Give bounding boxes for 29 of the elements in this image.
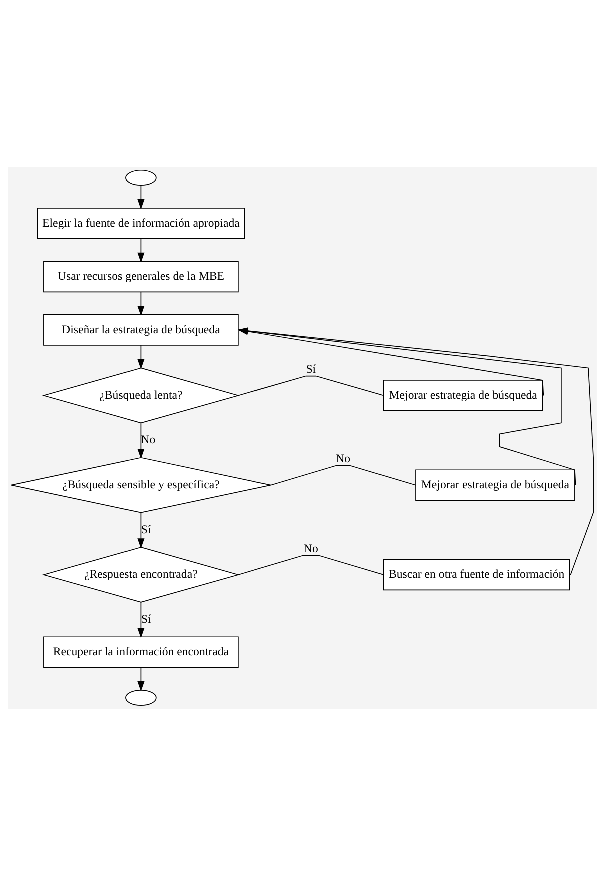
arrow bbox=[138, 602, 145, 638]
node-ellipse bbox=[126, 170, 157, 186]
arrow bbox=[138, 292, 145, 316]
arrow bbox=[138, 238, 145, 263]
arrow bbox=[138, 512, 145, 549]
node-diamond: ¿Búsqueda sensible y específica? bbox=[11, 457, 272, 514]
edge-label: No bbox=[304, 541, 318, 556]
node-ellipse bbox=[126, 690, 157, 706]
edge-label: Sí bbox=[306, 362, 316, 376]
arrow bbox=[138, 344, 145, 370]
edge-label: No bbox=[336, 452, 351, 466]
node-box: Diseñar la estrategia de búsqueda bbox=[44, 314, 239, 346]
node-box: Usar recursos generales de la MBE bbox=[44, 261, 239, 293]
node-box: Mejorar estrategia de búsqueda bbox=[383, 380, 544, 412]
arrow bbox=[138, 185, 145, 210]
arrow bbox=[138, 667, 145, 692]
edge-label: No bbox=[141, 432, 156, 447]
arrow bbox=[138, 422, 145, 460]
edge-label: Sí bbox=[141, 612, 152, 626]
node-box: Elegir la fuente de información apropiada bbox=[37, 208, 246, 240]
node-diamond: ¿Búsqueda lenta? bbox=[42, 368, 240, 424]
edge-label: Sí bbox=[141, 522, 152, 536]
connector bbox=[238, 376, 384, 396]
connector bbox=[270, 465, 416, 486]
node-box: Buscar en otra fuente de información bbox=[383, 559, 570, 591]
node-box: Mejorar estrategia de búsqueda bbox=[416, 470, 576, 501]
node-diamond: ¿Respuesta encontrada? bbox=[42, 547, 240, 603]
connector bbox=[238, 555, 384, 576]
node-box: Recuperar la información encontrada bbox=[44, 636, 239, 668]
